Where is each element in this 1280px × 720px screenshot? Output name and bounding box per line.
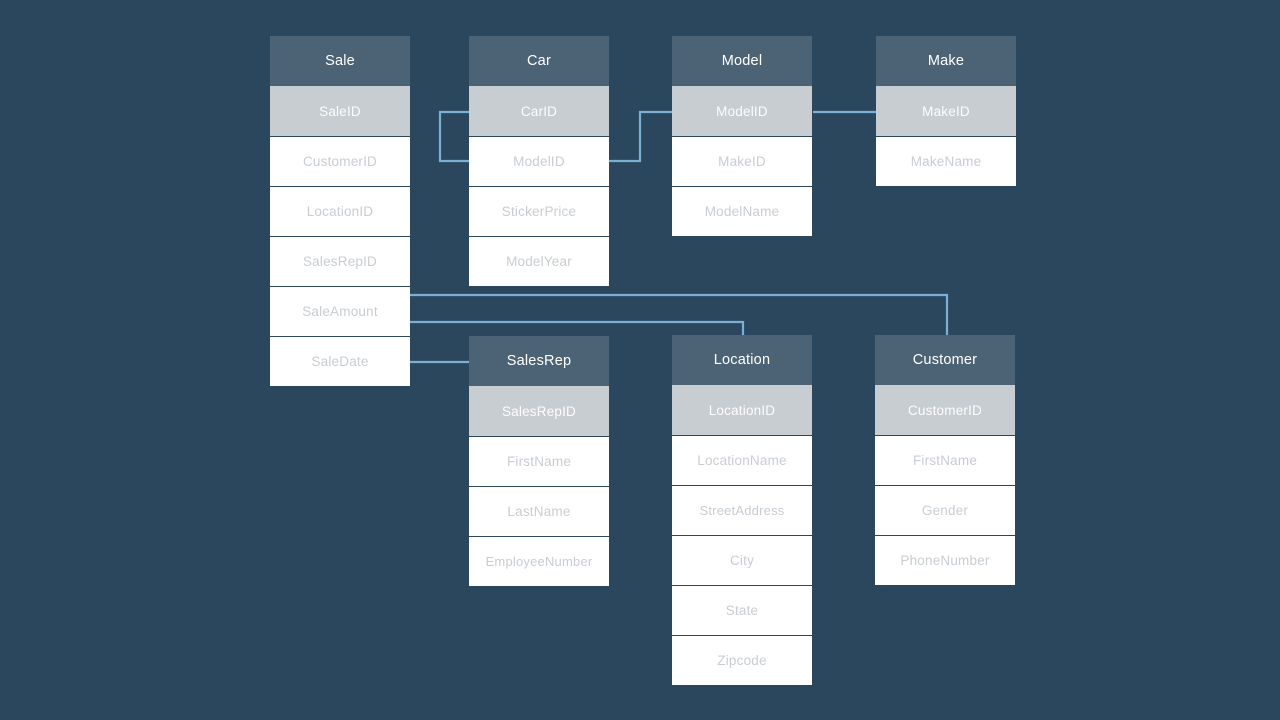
primary-key-field-customer-customerid[interactable]: CustomerID — [875, 385, 1015, 435]
primary-key-field-location-locationid[interactable]: LocationID — [672, 385, 812, 435]
primary-key-field-model-modelid[interactable]: ModelID — [672, 86, 812, 136]
connector-sale-saleamount-to-location — [410, 320, 745, 335]
field-location-locationname[interactable]: LocationName — [672, 435, 812, 485]
entity-title-customer: Customer — [875, 335, 1015, 385]
field-salesrep-firstname[interactable]: FirstName — [469, 436, 609, 486]
primary-key-field-car-carid[interactable]: CarID — [469, 86, 609, 136]
field-car-modelyear[interactable]: ModelYear — [469, 236, 609, 286]
field-salesrep-lastname[interactable]: LastName — [469, 486, 609, 536]
field-car-stickerprice[interactable]: StickerPrice — [469, 186, 609, 236]
entity-title-salesrep: SalesRep — [469, 336, 609, 386]
connector-sale-saleamount-to-customer — [410, 293, 949, 335]
field-car-modelid[interactable]: ModelID — [469, 136, 609, 186]
field-sale-locationid[interactable]: LocationID — [270, 186, 410, 236]
primary-key-field-salesrep-salesrepid[interactable]: SalesRepID — [469, 386, 609, 436]
field-location-state[interactable]: State — [672, 585, 812, 635]
primary-key-field-make-makeid[interactable]: MakeID — [876, 86, 1016, 136]
entity-title-location: Location — [672, 335, 812, 385]
field-location-zipcode[interactable]: Zipcode — [672, 635, 812, 685]
entity-title-car: Car — [469, 36, 609, 86]
field-make-makename[interactable]: MakeName — [876, 136, 1016, 186]
field-model-makeid[interactable]: MakeID — [672, 136, 812, 186]
entity-title-model: Model — [672, 36, 812, 86]
field-customer-gender[interactable]: Gender — [875, 485, 1015, 535]
field-sale-customerid[interactable]: CustomerID — [270, 136, 410, 186]
field-location-streetaddress[interactable]: StreetAddress — [672, 485, 812, 535]
connector-car-carid-to-sale-saleid — [438, 110, 469, 163]
entity-title-make: Make — [876, 36, 1016, 86]
primary-key-field-sale-saleid[interactable]: SaleID — [270, 86, 410, 136]
field-sale-salesrepid[interactable]: SalesRepID — [270, 236, 410, 286]
field-sale-saleamount[interactable]: SaleAmount — [270, 286, 410, 336]
entity-title-sale: Sale — [270, 36, 410, 86]
field-customer-phonenumber[interactable]: PhoneNumber — [875, 535, 1015, 585]
field-customer-firstname[interactable]: FirstName — [875, 435, 1015, 485]
field-model-modelname[interactable]: ModelName — [672, 186, 812, 236]
field-salesrep-employeenumber[interactable]: EmployeeNumber — [469, 536, 609, 586]
connector-model-modelid-to-car-modelid — [609, 110, 672, 163]
field-location-city[interactable]: City — [672, 535, 812, 585]
field-sale-saledate[interactable]: SaleDate — [270, 336, 410, 386]
